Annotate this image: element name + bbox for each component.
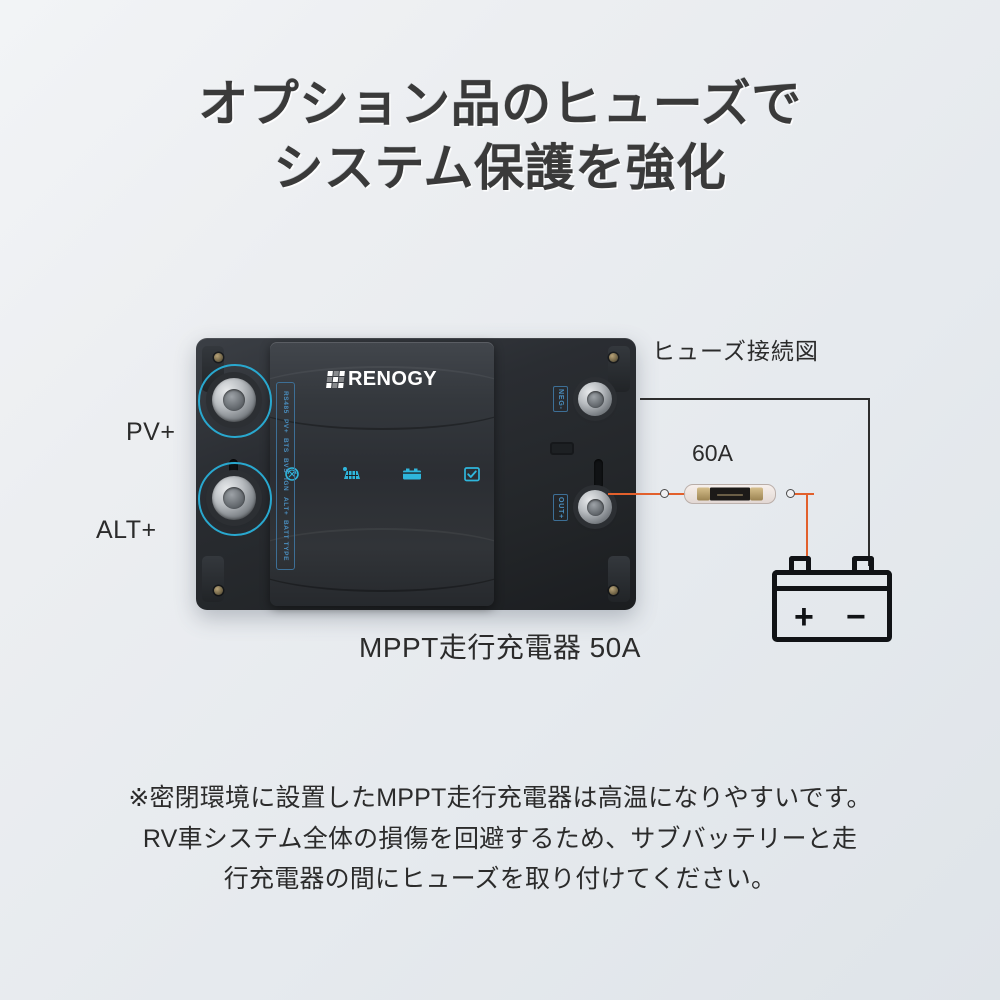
strip-label-bts: BTS xyxy=(282,438,289,453)
terminal-label-strip: RS485 PV+ BTS BVS IGN ALT+ BATT TYPE xyxy=(276,382,295,570)
mount-slot-right xyxy=(594,459,603,489)
footnote-line-3: 行充電器の間にヒューズを取り付けてください。 xyxy=(223,865,777,893)
pv-terminal-label: PV+ xyxy=(126,418,176,446)
mppt-charger-device: RENOGY xyxy=(196,338,636,610)
footnote-line-2: RV車システム全体の損傷を回避するため、サブバッテリーと走 xyxy=(142,824,858,853)
strip-label-ign: IGN xyxy=(282,478,289,492)
neg-terminal-tag: NEG- xyxy=(553,386,568,412)
mount-screw-icon xyxy=(609,586,618,595)
page-headline: オプション品のヒューズで システム保護を強化 xyxy=(0,72,1000,200)
headline-line-2: システム保護を強化 xyxy=(273,140,727,196)
battery-lid xyxy=(772,570,892,591)
battery-positive-post xyxy=(789,556,811,572)
renogy-logo: RENOGY xyxy=(270,368,494,391)
wire-negative-horizontal xyxy=(640,398,870,400)
wire-fuse-to-battery-run xyxy=(792,493,808,495)
headline-line-1: オプション品のヒューズで xyxy=(198,76,802,132)
auxiliary-battery-icon: + − xyxy=(772,556,892,642)
renogy-logo-mark-icon xyxy=(326,371,345,388)
footnote-line-1: ※密閉環境に設置したMPPT走行充電器は高温になりやすいです。 xyxy=(128,784,872,812)
bracket-ear-bottom-left xyxy=(202,556,224,602)
strip-label-pv: PV+ xyxy=(282,418,289,433)
strip-label-rs485: RS485 xyxy=(282,390,289,414)
wire-negative-vertical xyxy=(868,398,870,566)
strip-label-bvs: BVS xyxy=(282,458,289,474)
product-diagram-scene: PV+ ALT+ RENOGY xyxy=(0,320,1000,700)
alt-terminal-label: ALT+ xyxy=(96,516,157,544)
wire-fuse-lug-left-lead xyxy=(668,493,686,495)
solar-panel-icon xyxy=(339,466,365,484)
indicator-status-check xyxy=(459,466,485,484)
anl-fuse xyxy=(684,484,776,504)
device-housing: RENOGY xyxy=(270,342,494,606)
ring-terminal-left xyxy=(660,489,669,498)
pv-terminal-highlight-ring xyxy=(198,364,272,438)
check-status-icon xyxy=(459,466,485,484)
diagram-title: ヒューズ接続図 xyxy=(652,338,819,364)
fuse-element xyxy=(710,487,750,501)
product-caption: MPPT走行充電器 50A xyxy=(359,632,641,663)
fuse-rating-label: 60A xyxy=(692,440,733,466)
battery-icon xyxy=(399,466,425,484)
footnote-block: ※密閉環境に設置したMPPT走行充電器は高温になりやすいです。 RV車システム全… xyxy=(0,778,1000,900)
fuse-lug-right xyxy=(750,487,763,501)
mount-screw-icon xyxy=(214,353,223,362)
strip-label-batt-type: BATT TYPE xyxy=(282,520,289,562)
battery-plus-sign: + xyxy=(794,598,814,636)
battery-minus-sign: − xyxy=(846,598,866,636)
indicator-solar xyxy=(339,466,365,484)
out-terminal-tag: OUT+ xyxy=(553,494,568,522)
housing-notch xyxy=(550,442,574,455)
output-positive-terminal xyxy=(578,490,612,524)
mount-screw-icon xyxy=(214,586,223,595)
alt-terminal-highlight-ring xyxy=(198,462,272,536)
strip-label-alt: ALT+ xyxy=(282,496,289,516)
renogy-logo-text: RENOGY xyxy=(347,368,438,390)
negative-terminal xyxy=(578,382,612,416)
indicator-battery xyxy=(399,466,425,484)
wire-battery-positive-vertical xyxy=(806,493,808,567)
ring-terminal-right xyxy=(786,489,795,498)
status-indicator-row xyxy=(270,466,494,484)
bracket-ear-bottom-right xyxy=(608,556,630,602)
wire-positive-to-fuse xyxy=(608,493,664,495)
mount-screw-icon xyxy=(609,353,618,362)
battery-negative-post xyxy=(852,556,874,572)
fuse-lug-left xyxy=(697,487,710,501)
